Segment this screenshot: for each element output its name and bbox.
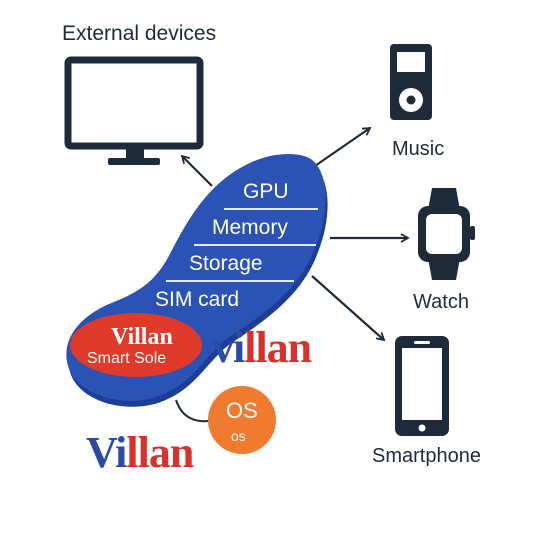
page-title: External devices [62, 22, 217, 45]
monitor-icon [64, 56, 204, 165]
os-label: OS [226, 398, 258, 423]
logo-right-prefix: vi [212, 323, 245, 372]
music-player-icon [390, 44, 432, 120]
smartphone-label: Smartphone [372, 445, 481, 467]
badge-product-name: Smart Sole [87, 350, 167, 367]
smartphone-icon [395, 336, 449, 436]
villan-logo-bottom: Villan [86, 427, 194, 478]
logo-right-suffix: llan [244, 323, 312, 372]
os-badge [208, 386, 276, 454]
smartwatch-icon [418, 188, 475, 280]
villan-logo-right: villan [212, 322, 312, 373]
logo-bottom-prefix: Vi [86, 428, 127, 477]
component-storage: Storage [189, 252, 263, 275]
arrow-to-smartphone [311, 275, 386, 342]
component-memory: Memory [212, 216, 288, 239]
badge-brand-name: Villan [111, 324, 173, 350]
watch-label: Watch [413, 291, 469, 313]
component-gpu: GPU [243, 180, 289, 203]
component-sim-card: SIM card [155, 288, 240, 311]
arrow-to-monitor [180, 154, 213, 187]
os-sublabel: os [231, 428, 246, 444]
arrow-to-music [311, 126, 372, 169]
villan-badge [70, 313, 202, 377]
logo-bottom-suffix: llan [126, 428, 194, 477]
music-label: Music [392, 138, 445, 160]
